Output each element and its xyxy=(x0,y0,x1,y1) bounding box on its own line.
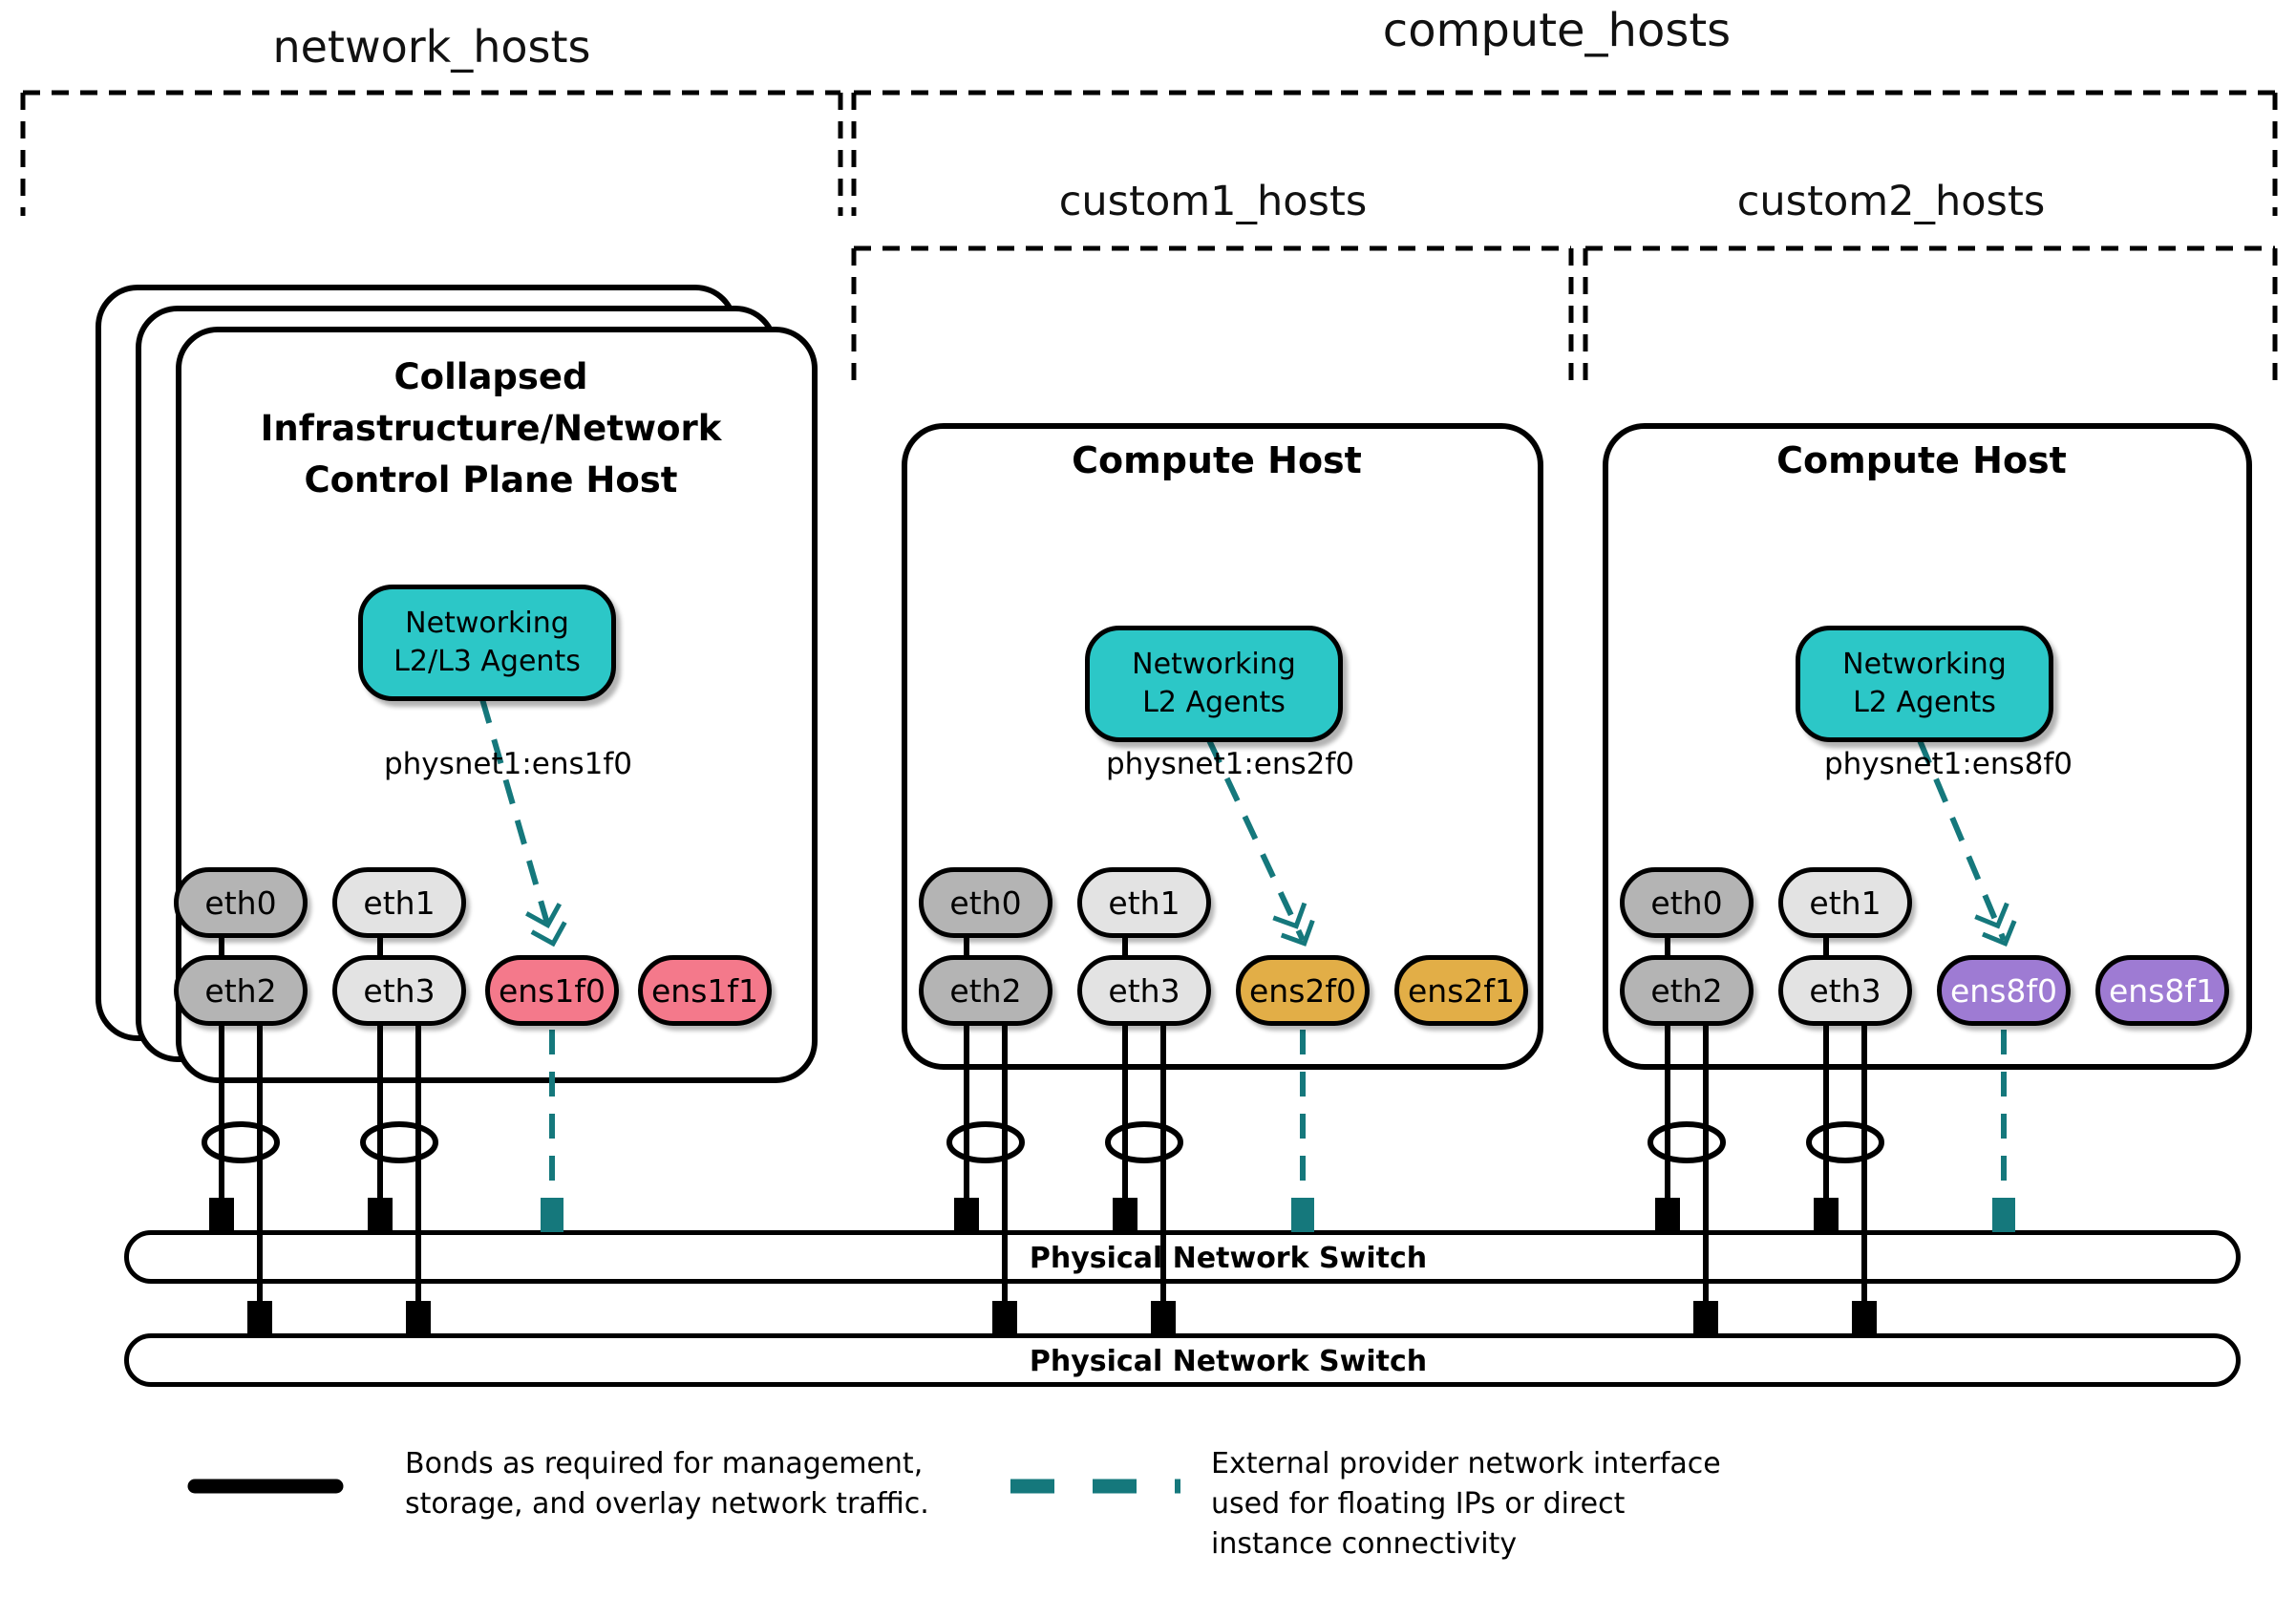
external-provider-terminals xyxy=(541,1198,2015,1232)
nic-pill-eth1: eth1 xyxy=(1077,867,1211,938)
nic-pill-eth3: eth3 xyxy=(1077,955,1211,1026)
compute-host-2-agent-box: Networking L2 Agents xyxy=(1796,626,2053,742)
group-title-network-hosts: network_hosts xyxy=(272,21,591,73)
nic-pill-eth3: eth3 xyxy=(1778,955,1912,1026)
collapsed-host-title-line1: Collapsed xyxy=(393,356,588,397)
collapsed-host-title-line2: Infrastructure/Network xyxy=(260,408,722,449)
collapsed-host-title-line3: Control Plane Host xyxy=(304,459,678,500)
physical-network-switch-2 xyxy=(124,1333,2241,1387)
collapsed-host-agent-box: Networking L2/L3 Agents xyxy=(358,585,616,701)
nic-pill-ens1f0: ens1f0 xyxy=(485,955,619,1026)
group-title-custom2-hosts: custom2_hosts xyxy=(1736,178,2046,225)
nic-pill-ens8f0: ens8f0 xyxy=(1937,955,2071,1026)
nic-pill-eth2: eth2 xyxy=(1620,955,1754,1026)
nic-pill-eth1: eth1 xyxy=(332,867,466,938)
legend-bond-text: Bonds as required for management, storag… xyxy=(405,1444,929,1524)
agent-label-line2: L2 Agents xyxy=(1853,686,1996,719)
legend-external-line2: used for floating IPs or direct xyxy=(1211,1487,1626,1521)
compute-host-1-agent-box: Networking L2 Agents xyxy=(1085,626,1343,742)
nic-pill-ens1f1: ens1f1 xyxy=(638,955,772,1026)
legend-bond-line2: storage, and overlay network traffic. xyxy=(405,1487,929,1521)
compute-host-2-physnet-label: physnet1:ens8f0 xyxy=(1823,747,2073,781)
switch-2-label: Physical Network Switch xyxy=(1029,1345,1428,1378)
collapsed-host-title: Collapsed Infrastructure/Network Control… xyxy=(195,351,787,506)
nic-pill-eth0: eth0 xyxy=(174,867,308,938)
group-title-custom1-hosts: custom1_hosts xyxy=(1058,178,1368,225)
legend-external-line3: instance connectivity xyxy=(1211,1527,1518,1561)
compute-host-2-title: Compute Host xyxy=(1776,439,2067,481)
agent-label-line1: Networking xyxy=(405,607,569,640)
agent-label-line2: L2/L3 Agents xyxy=(393,645,581,678)
nic-pill-ens8f1: ens8f1 xyxy=(2095,955,2229,1026)
nic-pill-eth1: eth1 xyxy=(1778,867,1912,938)
group-title-compute-hosts: compute_hosts xyxy=(1382,4,1732,57)
nic-pill-ens2f0: ens2f0 xyxy=(1236,955,1370,1026)
nic-pill-ens2f1: ens2f1 xyxy=(1394,955,1528,1026)
physical-network-switch-1 xyxy=(124,1230,2241,1284)
nic-pill-eth2: eth2 xyxy=(174,955,308,1026)
agent-label-line2: L2 Agents xyxy=(1142,686,1286,719)
bond-ellipses xyxy=(202,1121,1884,1163)
legend-external-line1: External provider network interface xyxy=(1211,1447,1721,1480)
agent-label-line1: Networking xyxy=(1842,648,2007,681)
nic-pill-eth2: eth2 xyxy=(919,955,1052,1026)
legend-external-text: External provider network interface used… xyxy=(1211,1444,1721,1565)
compute-host-1-title: Compute Host xyxy=(1072,439,1362,481)
nic-pill-eth0: eth0 xyxy=(919,867,1052,938)
switch2-terminals xyxy=(247,1301,1877,1335)
switch1-terminals xyxy=(209,1198,1839,1232)
agent-label-line1: Networking xyxy=(1132,648,1296,681)
nic-pill-eth3: eth3 xyxy=(332,955,466,1026)
legend-bond-line1: Bonds as required for management, xyxy=(405,1447,924,1480)
compute-host-1-physnet-label: physnet1:ens2f0 xyxy=(1105,747,1355,781)
nic-pill-eth0: eth0 xyxy=(1620,867,1754,938)
collapsed-host-physnet-label: physnet1:ens1f0 xyxy=(383,747,633,781)
switch-1-label: Physical Network Switch xyxy=(1029,1242,1428,1275)
